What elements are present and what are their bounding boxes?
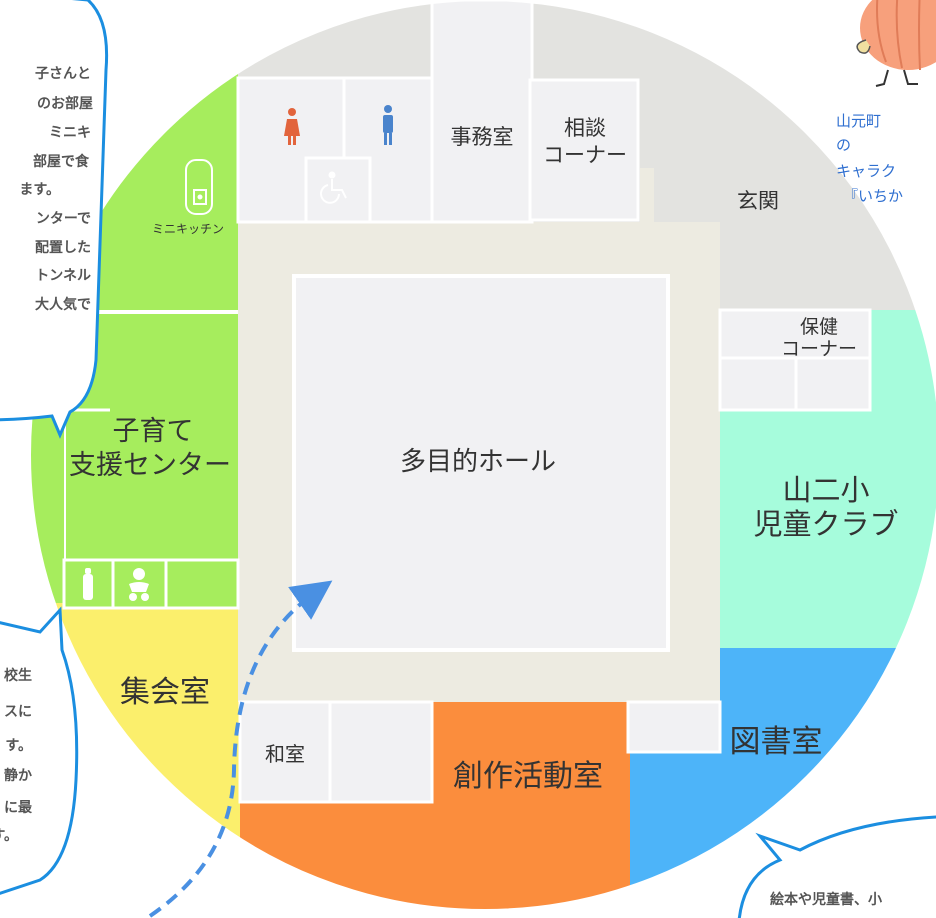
room-label-soudan-1: 相談 — [564, 116, 606, 140]
room-label-jimushitsu: 事務室 — [451, 125, 514, 149]
mascot-caption-line-1: 山元町 — [836, 112, 881, 130]
bubble-kosodate: 子さんと のお部屋 ミニキ 部屋で食 ます。 ンターで 配置した トンネル 大人… — [0, 0, 109, 439]
toshoshitsu-small-room — [626, 700, 722, 754]
bubble-shuukai-line-5: に最 — [4, 799, 33, 816]
room-label-shuukai: 集会室 — [120, 675, 210, 710]
bubble-kosodate-line-7: 配置した — [35, 239, 91, 256]
room-label-jidou-2: 児童クラブ — [753, 507, 898, 541]
mascot-caption-line-4: 『いちか — [843, 187, 903, 205]
washitsu-room-2 — [328, 700, 434, 804]
jimushitsu-room — [430, 0, 534, 224]
bubble-shuukai: 校生 スに す。 静か に最 す。 — [0, 606, 79, 895]
mascot-caption-line-2: の — [836, 136, 851, 154]
bubble-shuukai-line-2: スに — [4, 704, 32, 720]
bubble-kosodate-line-4: 部屋で食 — [33, 153, 90, 170]
room-label-sousaku: 創作活動室 — [453, 759, 603, 794]
route-arrow — [148, 580, 333, 918]
bubble-shuukai-line-3: す。 — [5, 738, 32, 754]
hoken-sub-1 — [718, 356, 798, 412]
baby-icon — [129, 568, 149, 601]
room-label-toshoshitsu: 図書室 — [730, 724, 823, 760]
bubble-kosodate-line-1: 子さんと — [35, 66, 91, 82]
room-label-hoken-2: コーナー — [781, 338, 857, 360]
washitsu-room — [238, 700, 332, 804]
bubble-shuukai-line-1: 校生 — [4, 667, 32, 684]
bubble-kosodate-line-5: ます。 — [19, 182, 60, 198]
bubble-kosodate-line-3: ミニキ — [49, 125, 91, 141]
room-label-mini-kitchen: ミニキッチン — [152, 222, 224, 236]
room-label-washitsu: 和室 — [265, 742, 305, 766]
bubble-kosodate-line-6: ンターで — [36, 211, 91, 227]
bubble-shuukai-line-4: 静か — [4, 767, 32, 784]
mascot-caption-line-3: キャラク — [836, 162, 896, 180]
bubble-kosodate-line-9: 大人気で — [35, 296, 91, 313]
male-toilet-icon — [383, 105, 393, 145]
room-label-genkan: 玄関 — [737, 189, 779, 213]
room-label-soudan-2: コーナー — [543, 143, 627, 167]
female-toilet-icon — [284, 108, 300, 145]
bubble-shuukai-line-6: す。 — [0, 828, 18, 844]
mini-kitchen-icon — [185, 159, 213, 215]
room-label-tamokuteki: 多目的ホール — [400, 447, 556, 477]
room-label-hoken-1: 保健 — [800, 316, 838, 338]
wheelchair-icon — [320, 171, 347, 204]
room-label-kosodate-2: 支援センター — [69, 450, 231, 481]
bubble-library-line-1: 絵本や児童書、小 — [770, 891, 882, 908]
tamokuteki-hall — [292, 274, 670, 652]
bubble-library: 絵本や児童書、小 — [737, 815, 936, 918]
bubble-kosodate-line-2: のお部屋 — [37, 95, 93, 112]
room-label-jidou-1: 山二小 — [782, 473, 869, 507]
bubble-kosodate-line-8: トンネル — [35, 268, 91, 284]
baby-bottle-icon — [83, 568, 93, 600]
hoken-sub-2 — [794, 356, 872, 412]
room-label-kosodate-1: 子育て — [113, 416, 194, 447]
mascot-icon — [856, 0, 936, 87]
soudan-room — [528, 78, 640, 222]
